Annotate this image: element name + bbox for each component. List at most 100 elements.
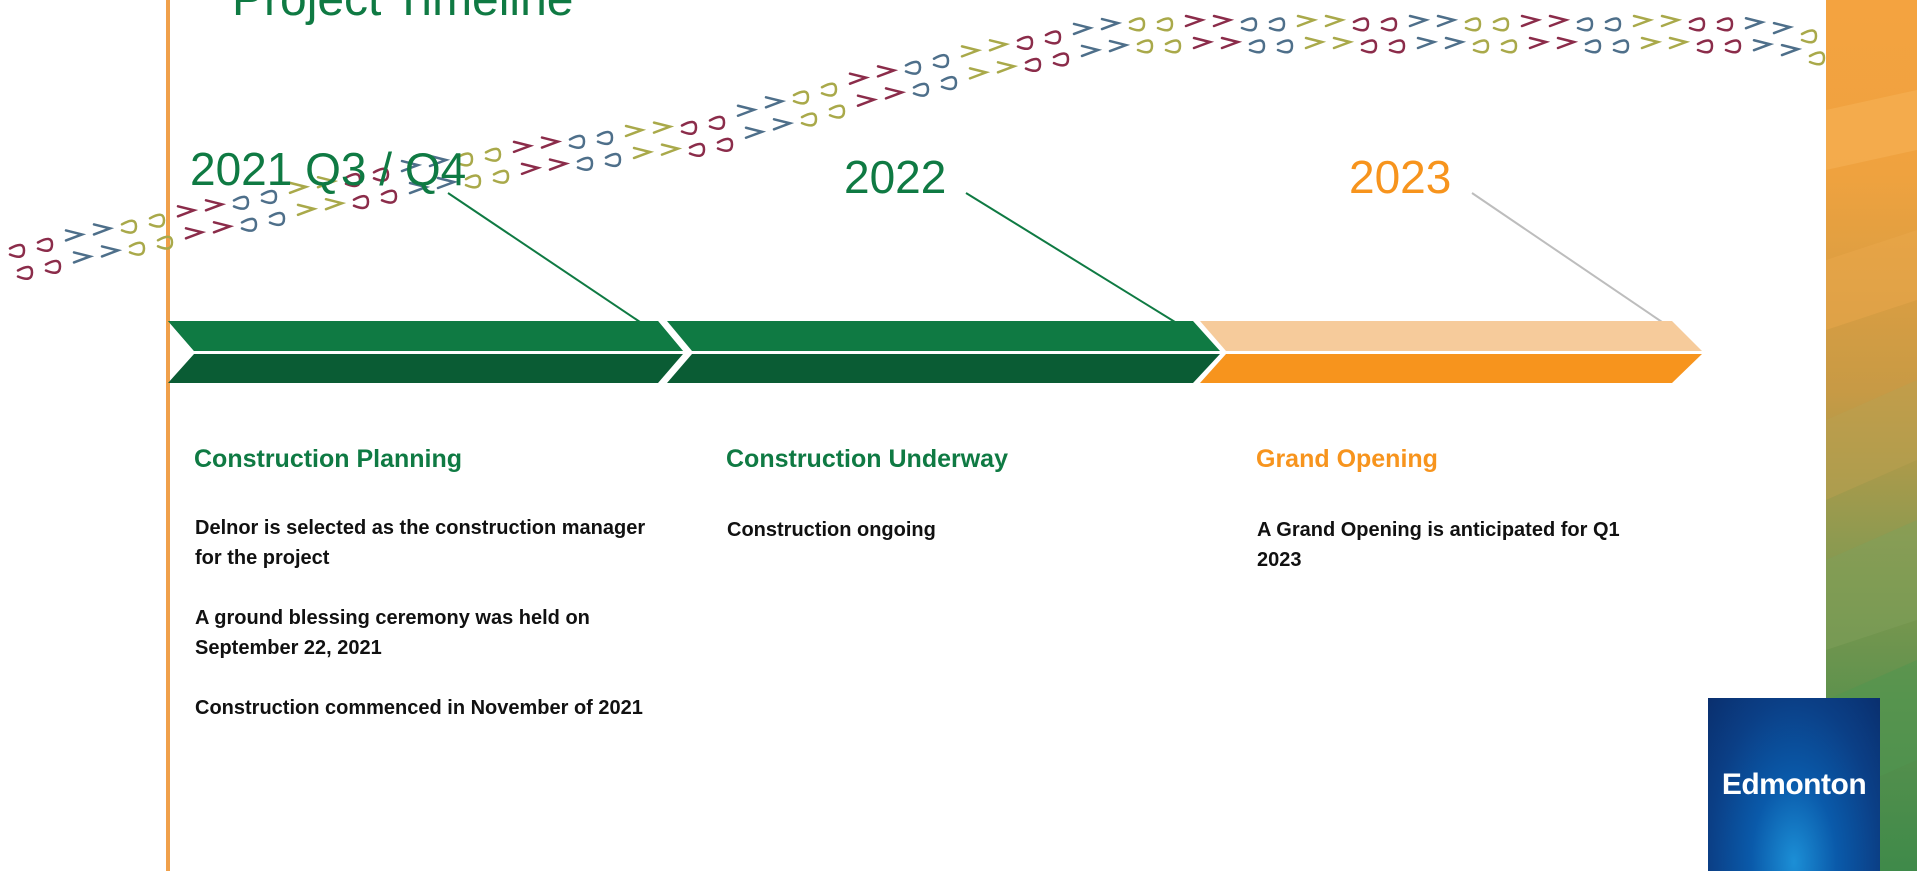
decorative-mark: [400, 159, 423, 173]
decorative-mark: [1240, 17, 1258, 32]
phase-2-description: Construction ongoing: [727, 515, 1127, 545]
decorative-mark: [652, 121, 675, 134]
decorative-mark: [604, 152, 622, 168]
decorative-mark: [1416, 36, 1439, 50]
decorative-mark: [36, 237, 54, 252]
decorative-mark: [1044, 30, 1062, 45]
decorative-mark: [1752, 38, 1775, 52]
decorative-mark: [492, 169, 510, 184]
phase-1-item: A ground blessing ceremony was held on S…: [195, 607, 590, 659]
decorative-mark: [708, 115, 726, 130]
decorative-mark: [428, 154, 451, 168]
decorative-mark: [1136, 39, 1154, 54]
leader-line-2021: [447, 192, 641, 323]
decorative-mark: [1520, 14, 1543, 28]
decorative-mark: [1352, 17, 1370, 32]
decorative-mark: [1780, 43, 1803, 57]
chevron-1-bottom: [168, 354, 683, 383]
decorative-mark: [1632, 14, 1655, 28]
decorative-mark: [1304, 36, 1327, 50]
decorative-mark: [1724, 39, 1742, 54]
decorative-mark: [1500, 39, 1518, 54]
decorative-mark: [232, 195, 250, 210]
decorative-mark: [1212, 14, 1235, 28]
decorative-mark: [576, 156, 594, 171]
decorative-mark: [632, 146, 655, 160]
decorative-mark: [1716, 17, 1734, 32]
decorative-mark: [1360, 39, 1378, 54]
decorative-mark: [1464, 17, 1482, 32]
decorative-mark: [1128, 17, 1146, 32]
decorative-mark: [1184, 14, 1207, 28]
decorative-mark: [568, 134, 586, 149]
decorative-mark: [1072, 22, 1095, 36]
decorative-mark: [624, 124, 647, 138]
decorative-mark: [128, 241, 146, 256]
decorative-mark: [464, 174, 482, 189]
decorative-mark: [996, 61, 1019, 74]
phase-heading-opening: Grand Opening: [1256, 445, 1438, 473]
decorative-mark: [772, 118, 795, 131]
decorative-mark: [176, 205, 199, 218]
phase-3-description: A Grand Opening is anticipated for Q1 20…: [1257, 515, 1657, 575]
decorative-mark: [716, 137, 734, 152]
decorative-mark: [792, 90, 810, 105]
decorative-mark: [100, 245, 123, 258]
decorative-mark: [324, 197, 347, 211]
phase-1-description: Delnor is selected as the construction m…: [195, 513, 675, 753]
decorative-mark: [1016, 35, 1034, 51]
decorative-mark: [1472, 39, 1490, 54]
decorative-mark: [72, 251, 95, 264]
decorative-mark: [1744, 16, 1767, 30]
decorative-mark: [1276, 39, 1294, 54]
decorative-mark: [884, 87, 907, 100]
decorative-mark: [1192, 36, 1215, 50]
decorative-mark: [1108, 39, 1131, 53]
decorative-mark: [408, 181, 431, 195]
decorative-mark: [1164, 39, 1182, 54]
decorative-mark: [1492, 17, 1510, 32]
decorative-mark: [184, 227, 207, 240]
decorative-mark: [1808, 51, 1826, 66]
year-label-2023: 2023: [1349, 151, 1452, 203]
decorative-mark: [380, 189, 398, 204]
decorative-mark: [688, 142, 706, 158]
decorative-mark: [932, 53, 950, 69]
chevron-3-bottom: [1200, 354, 1702, 383]
phase-heading-underway: Construction Underway: [726, 445, 1008, 473]
decorative-mark: [484, 147, 502, 162]
decorative-mark: [240, 217, 258, 232]
decorative-mark: [1296, 14, 1319, 28]
decorative-mark: [1080, 44, 1103, 58]
decorative-mark: [764, 96, 787, 109]
decorative-mark: [1024, 57, 1042, 73]
decorative-mark: [876, 65, 899, 78]
decorative-mark: [1052, 52, 1070, 67]
decorative-mark: [540, 136, 563, 149]
decorative-mark: [204, 199, 227, 212]
decorative-mark: [912, 82, 930, 97]
leader-line-2022: [965, 192, 1176, 323]
phase-1-item: Delnor is selected as the construction m…: [195, 517, 646, 569]
decorative-mark: [120, 219, 138, 234]
decorative-mark: [520, 162, 543, 176]
decorative-mark: [1248, 39, 1266, 54]
decorative-mark: [968, 67, 991, 80]
decorative-mark: [1604, 17, 1622, 32]
decorative-mark: [296, 203, 319, 217]
decorative-mark: [680, 120, 698, 136]
decorative-mark: [1548, 14, 1571, 28]
decorative-mark: [960, 45, 983, 58]
decorative-mark: [352, 194, 370, 210]
decorative-mark: [456, 152, 474, 167]
decorative-mark: [148, 213, 166, 228]
decorative-mark: [800, 112, 818, 127]
decorative-mark: [344, 172, 362, 188]
decorative-mark: [212, 221, 235, 234]
phase-3-item: A Grand Opening is anticipated for Q1 20…: [1257, 519, 1620, 571]
leader-line-2023: [1471, 192, 1663, 323]
decorative-mark: [904, 60, 922, 75]
decorative-mark: [44, 259, 62, 274]
decorative-mark: [1324, 14, 1347, 28]
decorative-mark: [596, 130, 614, 146]
